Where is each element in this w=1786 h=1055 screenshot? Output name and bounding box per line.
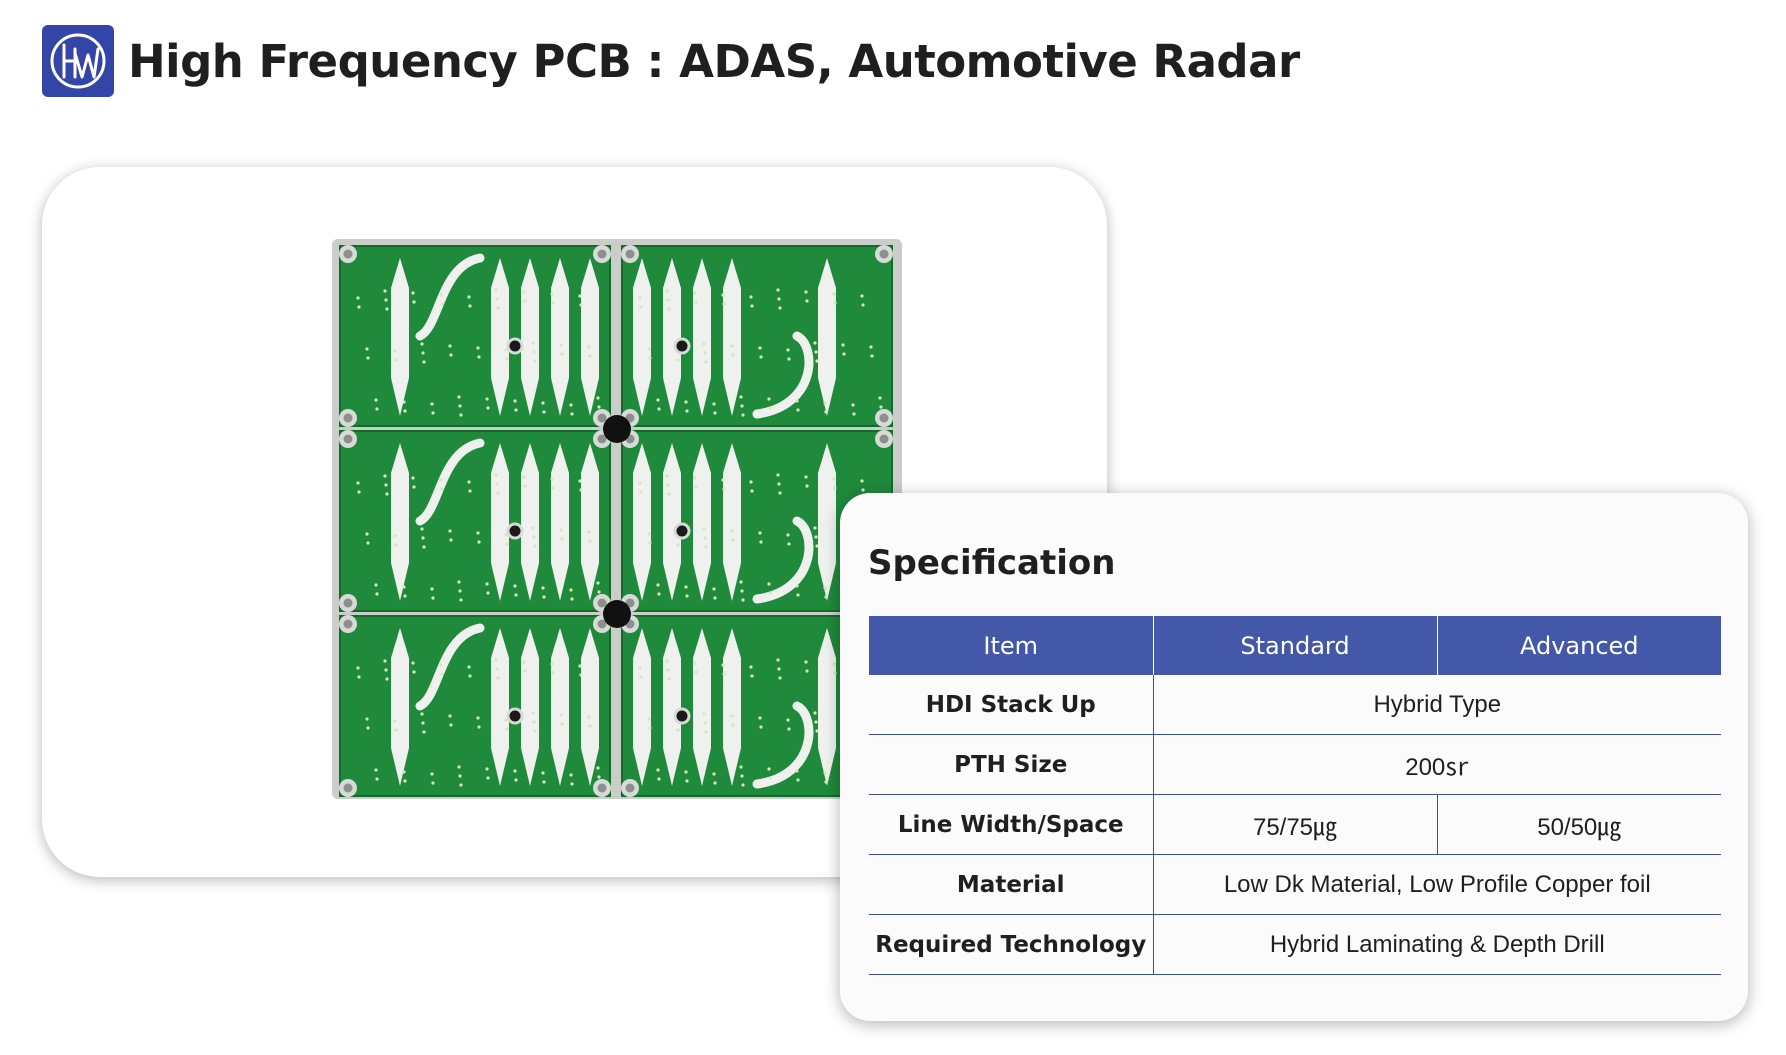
row-value-advanced: 50/50㎍	[1437, 794, 1721, 855]
pcb-board	[621, 245, 893, 427]
row-item-label: Material	[869, 854, 1154, 915]
column-header-standard: Standard	[1153, 616, 1438, 675]
page-title: High Frequency PCB : ADAS, Automotive Ra…	[128, 35, 1300, 88]
spec-title: Specification	[868, 543, 1116, 583]
row-item-label: PTH Size	[869, 734, 1154, 795]
row-value: Hybrid Laminating & Depth Drill	[1153, 914, 1721, 975]
hw-logo-icon	[42, 25, 114, 97]
column-header-advanced: Advanced	[1437, 616, 1721, 675]
spec-table: Item Standard Advanced HDI Stack Up Hybr…	[869, 616, 1721, 975]
row-value: Low Dk Material, Low Profile Copper foil	[1153, 854, 1721, 915]
row-value: 200㏛	[1153, 734, 1721, 795]
table-row: Material Low Dk Material, Low Profile Co…	[869, 854, 1721, 915]
row-item-label: HDI Stack Up	[869, 675, 1154, 735]
row-value: Hybrid Type	[1153, 675, 1721, 735]
pcb-board	[339, 615, 611, 797]
pcb-board	[339, 245, 611, 427]
specification-card: Specification Item Standard Advanced HDI…	[840, 493, 1748, 1021]
table-row: HDI Stack Up Hybrid Type	[869, 675, 1721, 735]
column-header-item: Item	[869, 616, 1154, 675]
row-value-standard: 75/75㎍	[1153, 794, 1438, 855]
pcb-board	[339, 430, 611, 612]
spec-header-row: Item Standard Advanced	[869, 616, 1721, 675]
table-row: PTH Size 200㏛	[869, 734, 1721, 795]
table-row: Required Technology Hybrid Laminating & …	[869, 914, 1721, 975]
row-item-label: Line Width/Space	[869, 794, 1154, 855]
table-row: Line Width/Space 75/75㎍ 50/50㎍	[869, 794, 1721, 855]
row-item-label: Required Technology	[869, 914, 1154, 975]
